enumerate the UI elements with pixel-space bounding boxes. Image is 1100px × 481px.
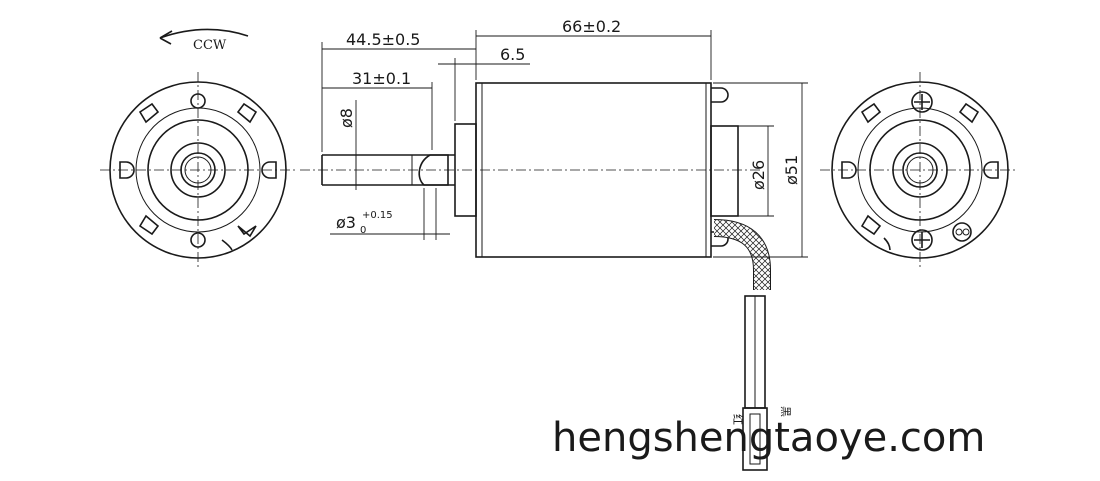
dim-flat-depth: ø3 [336,213,356,232]
dim-flat-depth-sup: +0.15 [362,210,393,221]
side-view: 红 黑 [300,82,792,471]
dim-shaft-diameter: ø8 [337,108,356,128]
dim-overall-shaft-length: 44.5±0.5 [346,30,420,49]
rotation-arrow-icon [159,28,249,39]
dim-body-diameter: ø51 [782,155,801,185]
watermark: hengshengtaoye.com [552,415,985,461]
wire-exit-icon [952,222,972,242]
dim-flat-depth-sub: 0 [360,225,366,236]
dim-body-length: 66±0.2 [562,17,621,36]
wire-label-red: 红 [731,414,744,425]
rear-end-view [820,72,1018,268]
dim-shaft-length-to-flat: 31±0.1 [352,69,411,88]
front-end-view: CCW [100,28,298,268]
dim-boss-length: 6.5 [500,45,525,64]
screw-head-bottom-icon [911,229,933,251]
dimensions: 66±0.2 44.5±0.5 6.5 31±0.1 ø8 ø3 0 +0.15… [321,17,808,258]
screw-head-top-icon [911,91,933,113]
dim-boss-diameter: ø26 [749,160,768,190]
wire-label-black: 黑 [779,406,792,417]
rotation-label: CCW [193,38,227,53]
